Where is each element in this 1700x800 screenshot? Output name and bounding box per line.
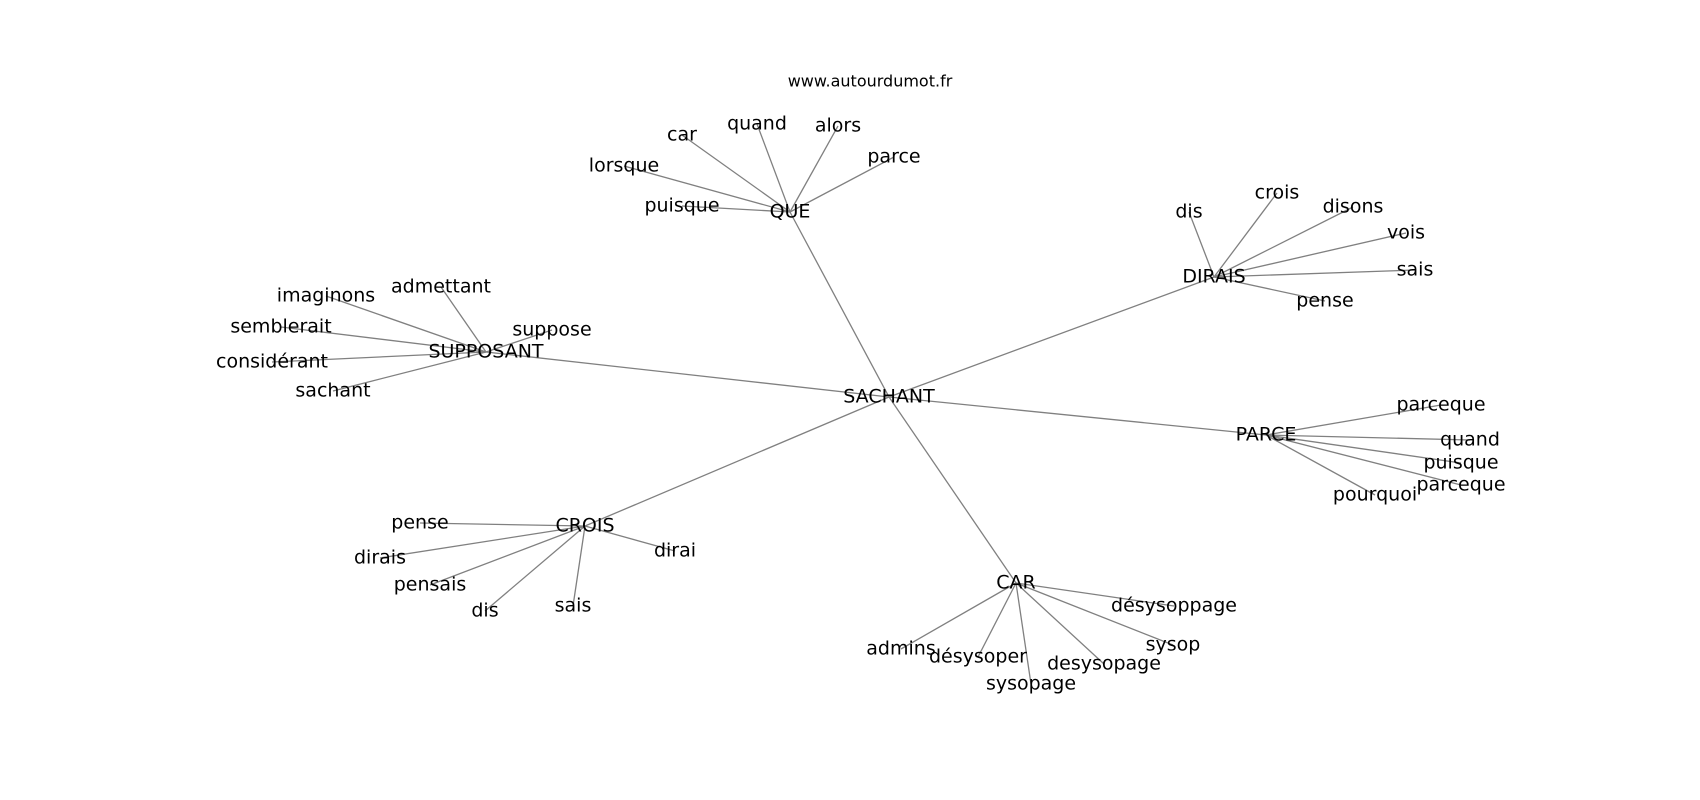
edge-root-que [789,211,890,398]
node-hub-parce[interactable]: PARCE [1236,424,1297,446]
node-hub-car[interactable]: CAR [996,572,1035,594]
node-leaf-que-lorsque[interactable]: lorsque [589,155,659,177]
edge-car-sysop [1015,582,1174,646]
node-leaf-crois-dirai[interactable]: dirai [654,540,696,562]
edge-car-desysoppage [1015,582,1175,607]
node-leaf-parce-parceque[interactable]: parceque [1396,394,1485,416]
edge-dirais-pense [1213,276,1326,302]
node-hub-dirais[interactable]: DIRAIS [1182,266,1245,288]
edge-que-lorsque [623,165,791,213]
edge-dirais-sais [1213,269,1416,278]
edge-root-dirais [888,276,1215,398]
node-leaf-crois-pensais[interactable]: pensais [394,574,467,596]
edge-crois-dirai [584,525,676,552]
edge-parce-parceque [1265,404,1442,436]
node-leaf-supposant-semblerait[interactable]: semblerait [230,316,331,338]
edge-que-alors [789,125,839,213]
edge-crois-sais [572,525,586,607]
edge-que-parce [789,156,895,213]
graph-edges [271,123,1471,685]
edge-que-puisque [681,205,791,213]
node-leaf-supposant-admettant[interactable]: admettant [391,276,491,298]
node-leaf-crois-dirais[interactable]: dirais [354,547,406,569]
node-leaf-car-desysopage[interactable]: desysopage [1047,653,1161,675]
node-leaf-dirais-pense[interactable]: pense [1296,290,1353,312]
edge-crois-dirais [379,525,586,559]
edge-car-desysopage [1015,582,1105,665]
edge-que-car [681,134,791,213]
edge-car-admins [900,582,1017,650]
edge-parce-parceque [1265,434,1462,486]
node-leaf-car-sysopage[interactable]: sysopage [986,673,1076,695]
node-leaf-que-quand[interactable]: quand [727,113,787,135]
node-leaf-supposant-sachant[interactable]: sachant [295,380,370,402]
node-leaf-crois-dis[interactable]: dis [471,600,498,622]
node-root-sachant[interactable]: SACHANT [843,386,935,408]
edge-dirais-vois [1213,232,1407,278]
edge-supposant-suppose [485,329,553,353]
node-leaf-dirais-crois[interactable]: crois [1255,182,1300,204]
edge-crois-pense [419,522,586,527]
node-leaf-parce-puisque[interactable]: puisque [1423,452,1498,474]
node-leaf-que-car[interactable]: car [667,124,697,146]
node-leaf-supposant-suppose[interactable]: suppose [512,319,591,341]
edge-car-desysoper [977,582,1017,658]
node-hub-que[interactable]: QUE [770,201,811,223]
node-hub-crois[interactable]: CROIS [555,515,614,537]
node-leaf-parce-quand[interactable]: quand [1440,429,1500,451]
node-leaf-que-puisque[interactable]: puisque [644,195,719,217]
edge-supposant-considerant [271,351,487,363]
node-leaf-car-sysop[interactable]: sysop [1146,634,1201,656]
edge-parce-quand [1265,434,1471,441]
edge-root-crois [584,396,890,527]
node-leaf-parce-pourquoi[interactable]: pourquoi [1333,484,1417,506]
site-watermark: www.autourdumot.fr [788,72,953,91]
edge-root-car [888,396,1017,584]
node-leaf-supposant-imaginons[interactable]: imaginons [277,285,375,307]
node-leaf-parce-parceque[interactable]: parceque [1416,474,1505,496]
edge-dirais-dis [1188,211,1215,278]
edge-root-parce [888,396,1267,436]
node-hub-supposant[interactable]: SUPPOSANT [428,341,543,363]
edge-dirais-crois [1213,192,1278,278]
node-leaf-que-parce[interactable]: parce [867,146,920,168]
edge-supposant-imaginons [325,295,487,353]
node-leaf-dirais-vois[interactable]: vois [1387,222,1425,244]
edge-supposant-sachant [332,351,487,392]
node-leaf-car-desysoppage[interactable]: désysoppage [1111,595,1237,617]
edge-parce-puisque [1265,434,1462,464]
node-leaf-supposant-considerant[interactable]: considérant [216,351,328,373]
node-leaf-car-desysoper[interactable]: désysoper [929,646,1027,668]
edge-supposant-admettant [440,286,487,353]
node-leaf-dirais-dis[interactable]: dis [1175,201,1202,223]
node-leaf-crois-pense[interactable]: pense [391,512,448,534]
node-leaf-que-alors[interactable]: alors [815,115,861,137]
node-leaf-car-admins[interactable]: admins [866,638,935,660]
graph-labels: SACHANT QUE car quand alors parce lorsque puisq… [216,113,1506,695]
edge-dirais-disons [1213,206,1354,278]
node-leaf-dirais-sais[interactable]: sais [1397,259,1434,281]
edge-parce-pourquoi [1265,434,1376,496]
edge-supposant-semblerait [280,326,487,353]
edge-car-sysopage [1015,582,1032,685]
edge-que-quand [756,123,791,213]
edge-crois-dis [484,525,586,612]
edge-crois-pensais [429,525,586,586]
node-leaf-dirais-disons[interactable]: disons [1323,196,1384,218]
edge-root-supposant [485,351,890,398]
node-leaf-crois-sais[interactable]: sais [555,595,592,617]
